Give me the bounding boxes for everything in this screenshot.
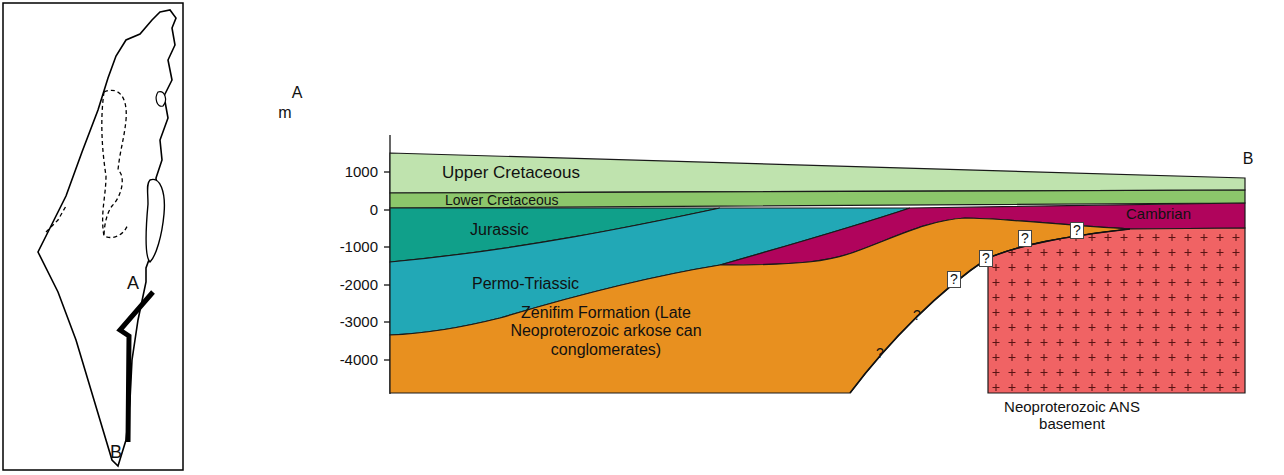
uncertainty-mark: ? — [979, 250, 993, 267]
point-label: A — [127, 273, 139, 294]
unit-polygon — [988, 228, 1245, 393]
point-label: ? — [913, 307, 921, 323]
point-label: A — [292, 84, 303, 102]
depth-value: -1000 — [340, 238, 378, 255]
dead-sea — [146, 179, 164, 262]
uncertainty-mark: ? — [1070, 222, 1084, 239]
point-label: B — [1243, 150, 1254, 168]
region-border — [104, 90, 126, 236]
depth-value: 0 — [370, 201, 378, 218]
uncertain-contact — [850, 229, 1130, 393]
depth-value: -4000 — [340, 351, 378, 368]
unit-label: Zenifim Formation (Late Neoproterozoic a… — [481, 304, 731, 359]
uncertainty-mark: ? — [1018, 230, 1032, 247]
section-line — [120, 292, 153, 442]
unit-label: Lower Cretaceous — [445, 192, 559, 208]
region-border — [102, 92, 128, 238]
unit-label: Jurassic — [470, 221, 529, 239]
lake — [156, 92, 165, 107]
unit-label: Cambrian — [1126, 205, 1191, 222]
axis-ticks — [384, 172, 390, 360]
point-label: ? — [876, 345, 884, 361]
depth-value: 1000 — [345, 163, 378, 180]
point-label: B — [110, 442, 122, 463]
region-border — [46, 206, 66, 232]
unit-label: Permo-Triassic — [472, 275, 579, 293]
depth-value: -3000 — [340, 313, 378, 330]
map-frame — [3, 3, 183, 470]
country-outline — [38, 10, 176, 466]
point-label: m — [278, 104, 291, 122]
depth-value: -2000 — [340, 276, 378, 293]
uncertainty-mark: ? — [947, 271, 961, 288]
unit-label: Neoproterozoic ANS basement — [1002, 398, 1142, 433]
unit-label: Upper Cretaceous — [442, 163, 580, 183]
unit-polygon — [390, 153, 1245, 193]
